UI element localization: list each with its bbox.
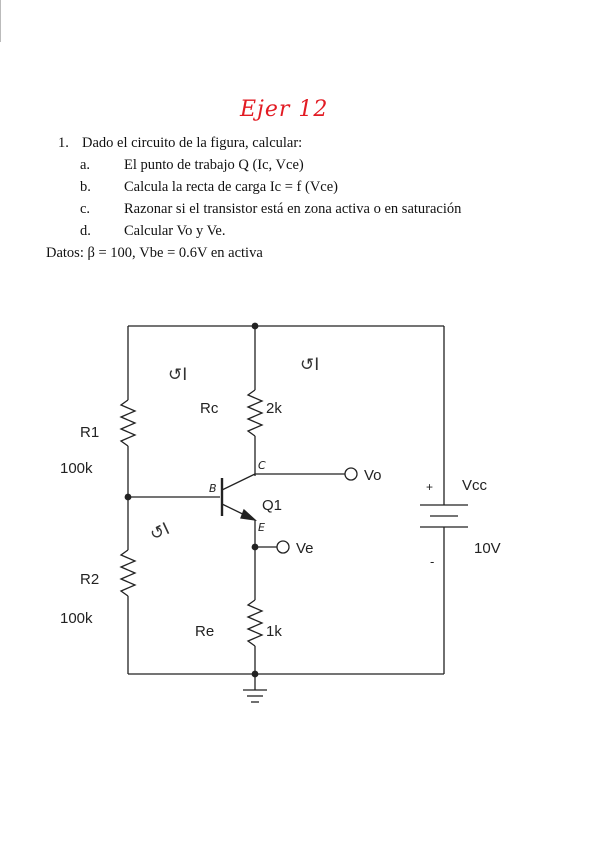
- junction-dot: [251, 670, 259, 678]
- list-item: c. Razonar si el transistor está en zona…: [80, 198, 461, 220]
- given-data: Datos: β = 100, Vbe = 0.6V en activa: [46, 245, 263, 261]
- item-letter: d.: [80, 223, 91, 239]
- minus-sign: -: [430, 554, 434, 569]
- collector-mark: C: [258, 459, 266, 472]
- emitter-mark: E: [258, 521, 265, 534]
- junction-dot: [124, 493, 132, 501]
- ve-terminal: [276, 540, 290, 554]
- item-text: Calcular Vo y Ve.: [124, 223, 226, 239]
- emitter-arrow-icon: [240, 508, 258, 521]
- item-letter: a.: [80, 157, 91, 173]
- problem-items: a. El punto de trabajo Q (Ic, Vce) b. Ca…: [80, 154, 461, 242]
- vcc-value: 10V: [474, 540, 501, 557]
- r1-resistor: [119, 399, 137, 447]
- vcc-label: Vcc: [462, 477, 488, 494]
- r2-resistor: [119, 549, 137, 597]
- scan-edge-mark: [0, 0, 5, 42]
- vo-terminal: [344, 467, 358, 481]
- vo-label: Vo: [364, 467, 382, 484]
- problem-number: 1.: [58, 135, 69, 151]
- item-text: El punto de trabajo Q (Ic, Vce): [124, 157, 304, 173]
- current-annotation-right: ↺I: [300, 355, 319, 375]
- handwritten-exercise-title: Ejer 12: [240, 97, 329, 122]
- re-value: 1k: [266, 623, 282, 640]
- list-item: d. Calcular Vo y Ve.: [80, 220, 461, 242]
- problem-statement: 1. Dado el circuito de la figura, calcul…: [58, 132, 302, 154]
- r2-value: 100k: [60, 610, 93, 627]
- r2-label: R2: [80, 571, 99, 588]
- item-text: Calcula la recta de carga Ic = f (Vce): [124, 179, 338, 195]
- rc-resistor: [246, 389, 264, 437]
- re-resistor: [246, 599, 264, 647]
- re-label: Re: [195, 623, 214, 640]
- r1-label: R1: [80, 424, 99, 441]
- current-annotation-base: ↺I: [147, 519, 173, 545]
- rc-label: Rc: [200, 400, 219, 417]
- plus-sign: +: [426, 480, 433, 494]
- list-item: b. Calcula la recta de carga Ic = f (Vce…: [80, 176, 461, 198]
- junction-dot: [251, 543, 259, 551]
- item-letter: c.: [80, 201, 91, 217]
- item-text: Razonar si el transistor está en zona ac…: [124, 201, 462, 217]
- base-mark: B: [209, 482, 217, 495]
- r1-value: 100k: [60, 460, 93, 477]
- list-item: a. El punto de trabajo Q (Ic, Vce): [80, 154, 461, 176]
- junction-dot: [251, 322, 259, 330]
- rc-value: 2k: [266, 400, 282, 417]
- q1-label: Q1: [262, 497, 282, 514]
- problem-text: Dado el circuito de la figura, calcular:: [82, 135, 303, 151]
- q1-collector-lead: [221, 473, 256, 491]
- current-annotation-left: ↺I: [168, 365, 187, 385]
- ve-label: Ve: [296, 540, 314, 557]
- item-letter: b.: [80, 179, 91, 195]
